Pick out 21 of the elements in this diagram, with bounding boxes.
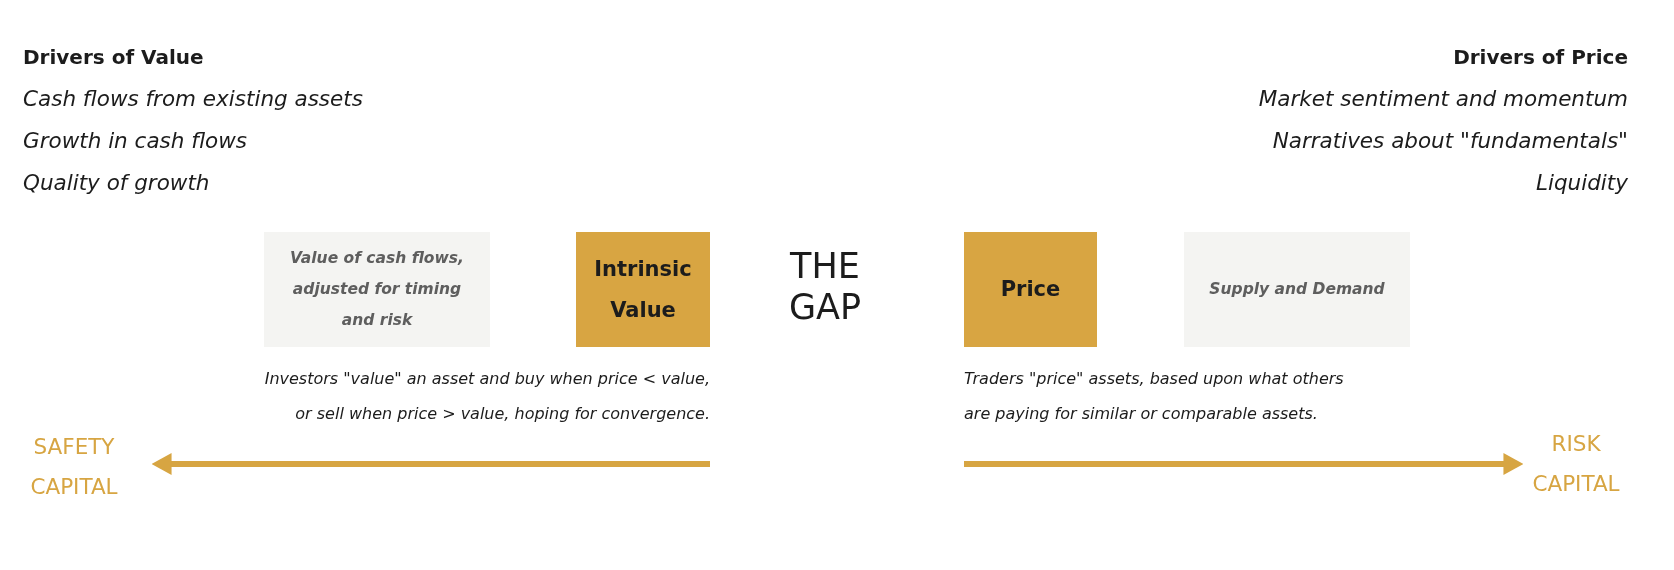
concept-label: Intrinsic Value [593, 255, 693, 324]
note-text: Investors "value" an asset and buy when price < value, or sell when price > value, hoping for convergence. [263, 368, 710, 425]
description-text: Value of cash flows, adjusted for timing and risk [289, 248, 465, 331]
driver-item: Narratives about "fundamentals" [1272, 127, 1628, 155]
heading: Drivers of Price [1453, 44, 1628, 70]
arrow [964, 453, 1524, 475]
concept-label: Price [1000, 276, 1061, 303]
gap-title: THE GAP [788, 246, 862, 328]
arrow [151, 453, 710, 475]
description-text: Supply and Demand [1209, 279, 1385, 300]
driver-item: Growth in cash flows [23, 127, 248, 155]
note-text: Traders "price" assets, based upon what others are paying for similar or comparable assets. [964, 368, 1345, 425]
concept-box [964, 232, 1097, 347]
driver-item: Quality of growth [23, 169, 210, 197]
driver-item: Cash flows from existing assets [23, 85, 363, 113]
capital-label: SAFETY CAPITAL [30, 427, 142, 507]
driver-item: Liquidity [1536, 169, 1628, 197]
concept-box [576, 232, 710, 347]
driver-item: Market sentiment and momentum [1258, 85, 1628, 113]
heading: Drivers of Value [23, 44, 204, 70]
capital-label: RISK CAPITAL [1532, 424, 1620, 504]
